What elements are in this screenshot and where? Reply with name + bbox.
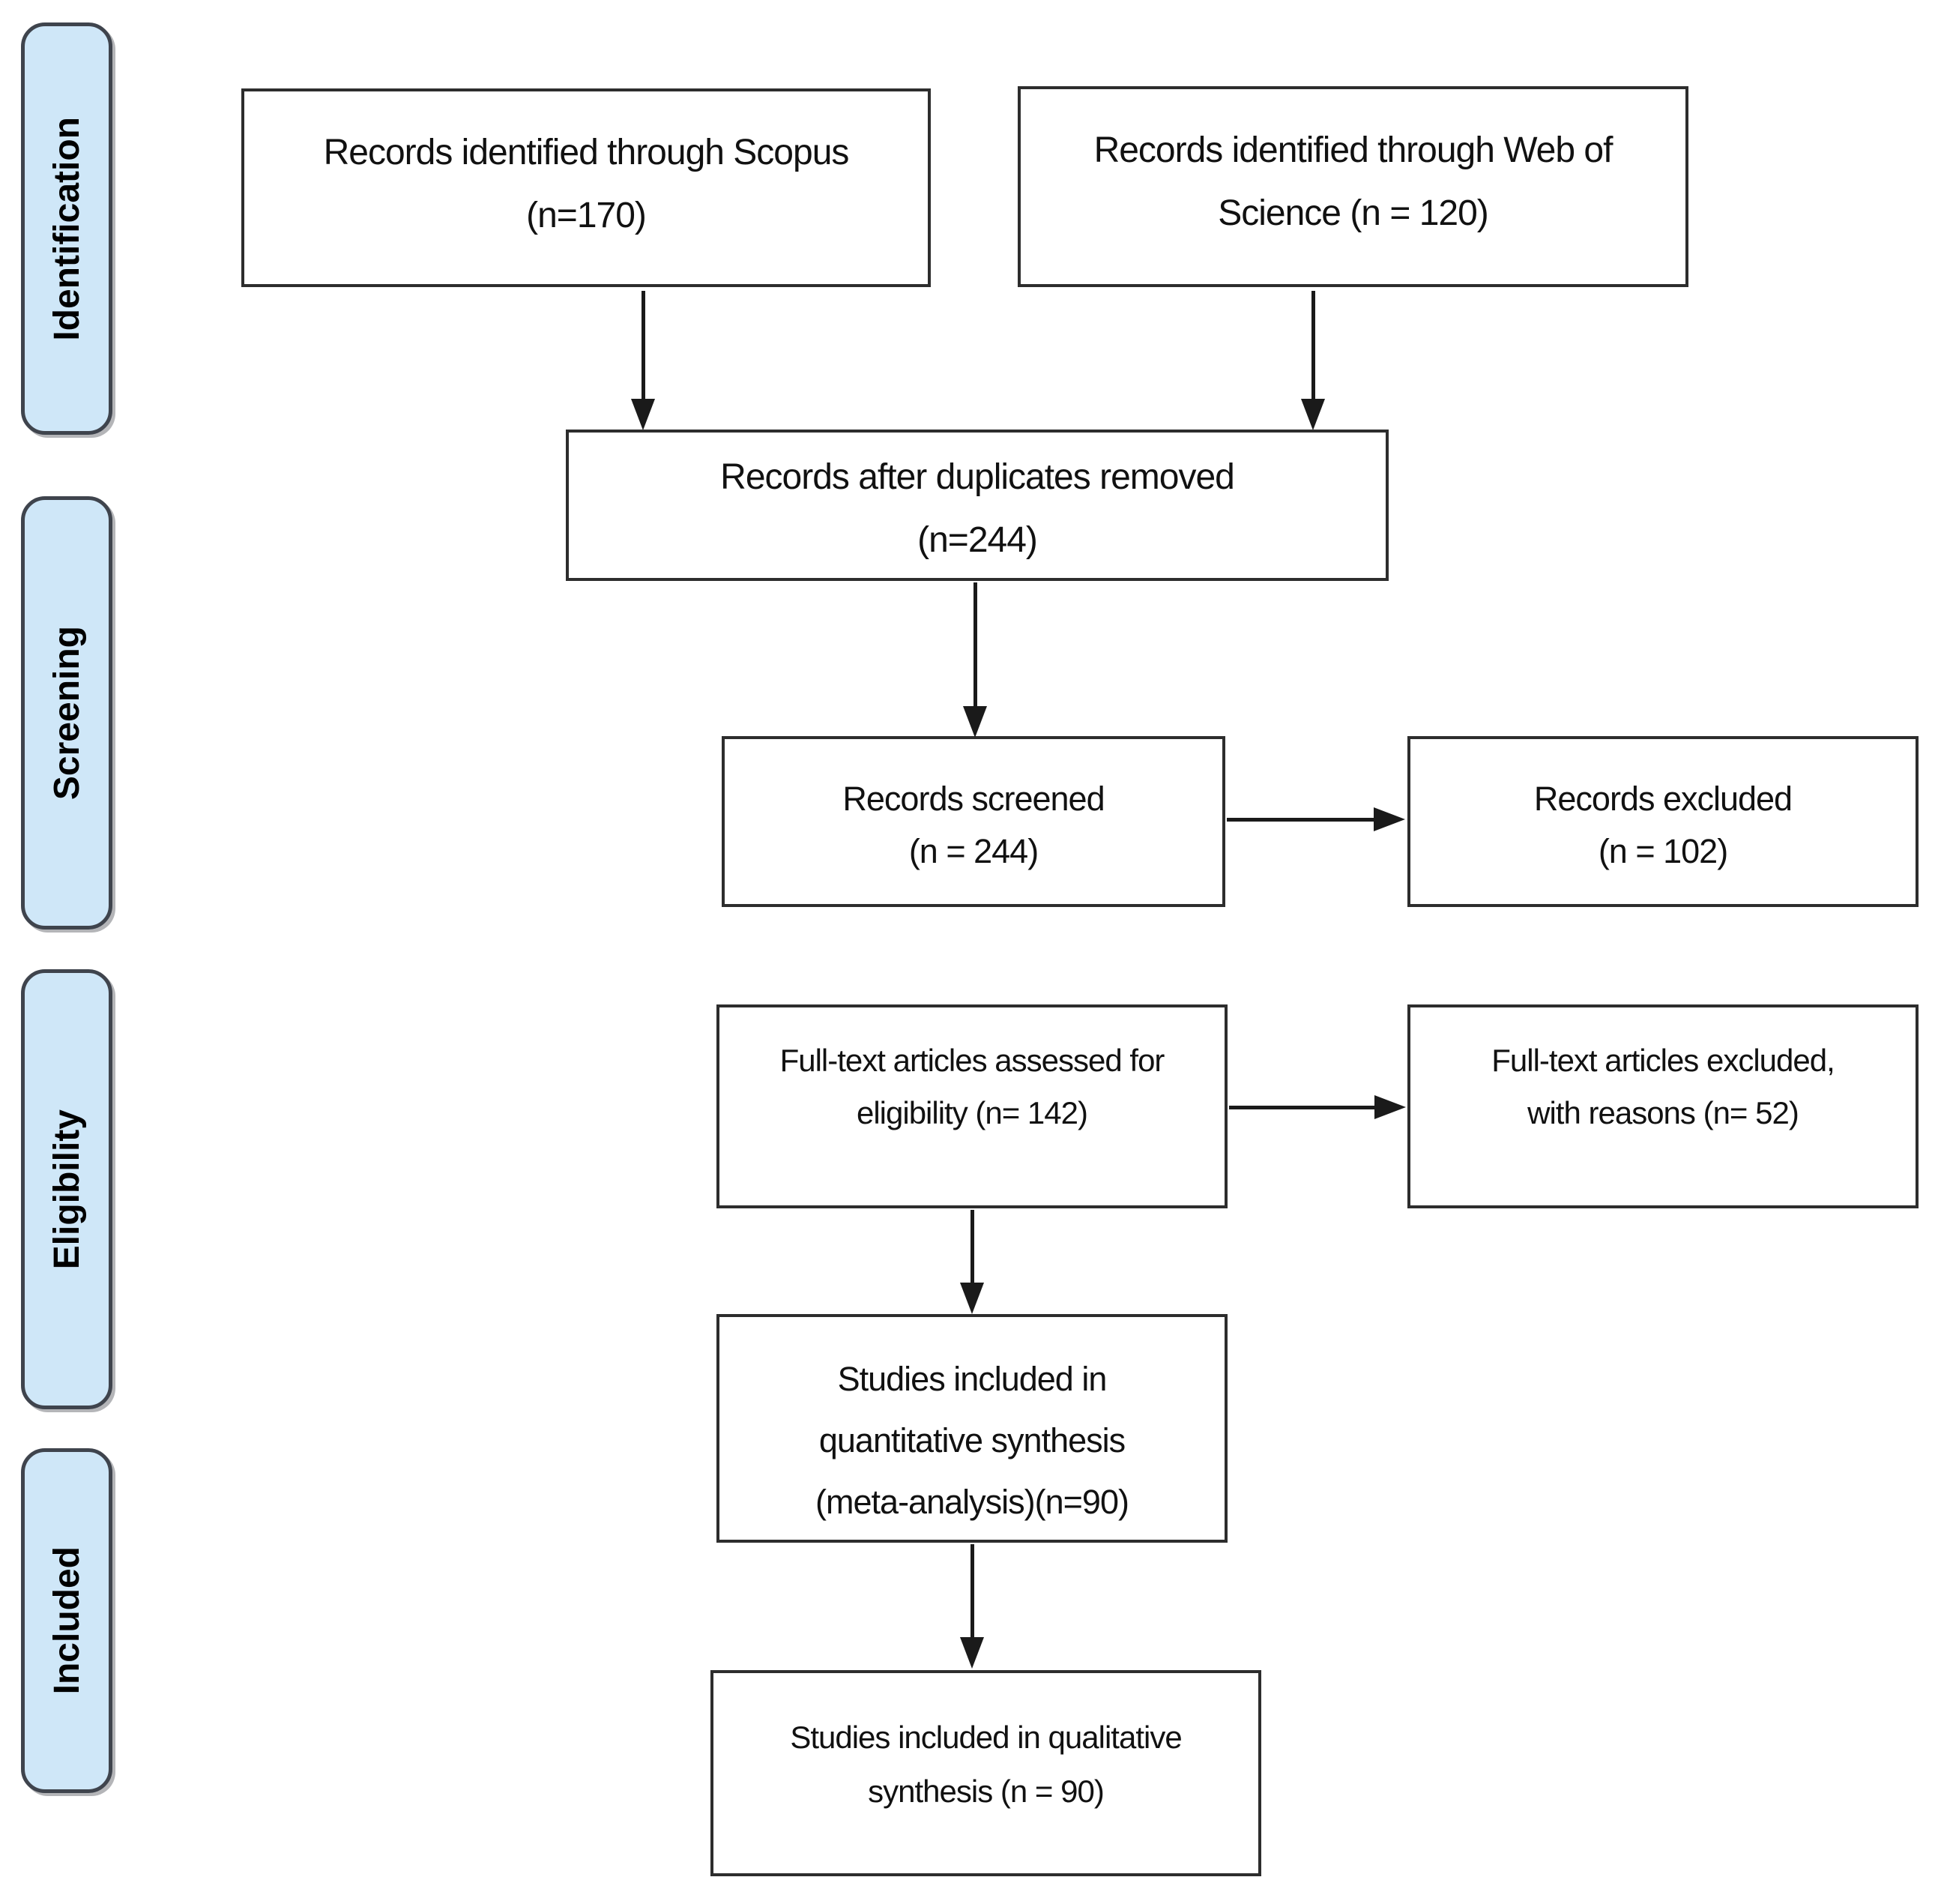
box-fulltext-excluded: Full-text articles excluded, with reason… [1407,1004,1919,1208]
arrow-head-down-icon [960,1637,984,1669]
box-text-line: Full-text articles excluded, [1491,1043,1835,1078]
box-text-line: Studies included in [837,1360,1108,1398]
box-text-line: Studies included in qualitative [790,1720,1182,1755]
stage-screening: Screening [21,496,112,930]
box-records-identified-scopus: Records identified through Scopus (n=170… [241,88,931,287]
box-text-line: Records excluded [1533,780,1793,818]
box-text-line: (n = 244) [908,832,1039,870]
arrow-line [642,291,645,403]
box-text-line: (n = 102) [1598,832,1728,870]
stage-identification-label: Identification [46,116,87,341]
box-text-line: Records screened [842,780,1105,818]
box-text-line: quantitative synthesis [818,1421,1126,1459]
stage-screening-label: Screening [46,625,87,801]
box-text-line: synthesis (n = 90) [868,1774,1105,1809]
arrow-line [970,1210,974,1289]
box-text-line: Records identified through Web of [1093,130,1614,170]
arrow-head-down-icon [960,1283,984,1314]
box-records-excluded: Records excluded (n = 102) [1407,736,1919,907]
stage-included-label: Included [46,1546,87,1695]
arrow-head-down-icon [631,399,655,430]
arrow-line [973,582,977,711]
box-text-line: Records after duplicates removed [720,457,1235,497]
arrow-head-down-icon [963,706,987,738]
stage-included: Included [21,1448,112,1793]
stage-eligibility: Eligibility [21,969,112,1409]
box-text-line: Records identified through Scopus [323,133,850,172]
box-text-line: (meta-analysis)(n=90) [815,1483,1129,1521]
box-qualitative-synthesis: Studies included in qualitative synthesi… [710,1670,1261,1876]
box-fulltext-assessed: Full-text articles assessed for eligibil… [716,1004,1228,1208]
arrow-line [1229,1106,1377,1109]
box-records-screened: Records screened (n = 244) [722,736,1225,907]
arrow-line [970,1544,974,1642]
arrow-line [1311,291,1315,403]
stage-eligibility-label: Eligibility [46,1109,87,1270]
arrow-head-right-icon [1374,1095,1406,1119]
box-text-line: Full-text articles assessed for [779,1043,1165,1078]
box-text-line: eligibility (n= 142) [856,1095,1088,1130]
box-text-line: (n=244) [917,520,1038,560]
box-text-line: with reasons (n= 52) [1527,1095,1799,1130]
arrow-line [1227,818,1377,822]
stage-identification: Identification [21,22,112,435]
arrow-head-down-icon [1301,399,1325,430]
box-records-after-duplicates-removed: Records after duplicates removed (n=244) [566,430,1389,581]
arrow-head-right-icon [1374,807,1405,831]
box-quantitative-synthesis: Studies included in quantitative synthes… [716,1314,1228,1543]
box-text-line: Science (n = 120) [1218,193,1489,233]
box-records-identified-web-of-science: Records identified through Web of Scienc… [1018,86,1688,287]
box-text-line: (n=170) [526,196,647,235]
